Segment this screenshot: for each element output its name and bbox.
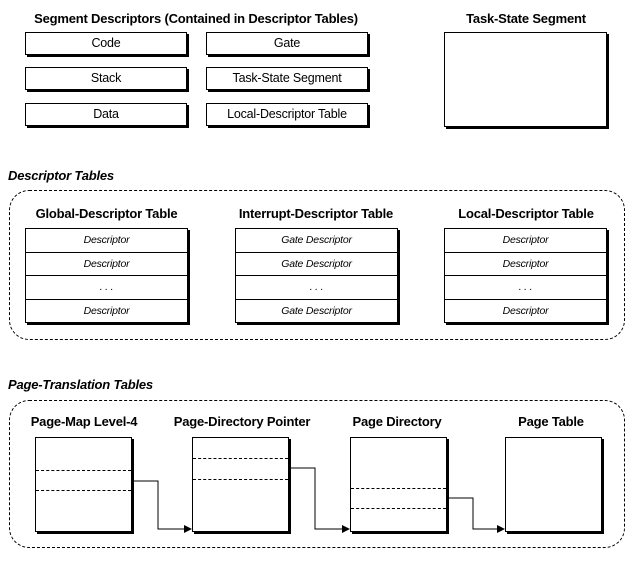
data-descriptor-box: Data bbox=[25, 103, 187, 126]
gdt-title: Global-Descriptor Table bbox=[35, 206, 178, 221]
idt-row: Gate Descriptor bbox=[281, 304, 352, 317]
ldt-row: Descriptor bbox=[502, 304, 549, 317]
stack-descriptor-box: Stack bbox=[25, 67, 187, 90]
page-table bbox=[505, 437, 602, 532]
code-descriptor-box: Code bbox=[25, 32, 187, 55]
pml4-table bbox=[35, 437, 132, 532]
idt-row-ellipsis: . . . bbox=[236, 276, 397, 300]
pd-to-pt-arrow bbox=[447, 497, 505, 533]
ldt-table: Descriptor Descriptor . . . Descriptor bbox=[444, 228, 607, 323]
pml4-to-pdp-arrow bbox=[132, 480, 192, 533]
page-table-title: Page Table bbox=[518, 414, 584, 429]
gdt-table: Descriptor Descriptor . . . Descriptor bbox=[25, 228, 188, 323]
task-state-segment-box bbox=[444, 32, 607, 127]
tss-descriptor-box: Task-State Segment bbox=[206, 67, 368, 90]
gdt-row-ellipsis: . . . bbox=[26, 276, 187, 300]
gate-descriptor-box: Gate bbox=[206, 32, 368, 55]
idt-table: Gate Descriptor Gate Descriptor . . . Ga… bbox=[235, 228, 398, 323]
idt-row: Gate Descriptor bbox=[236, 229, 397, 253]
gdt-row: Descriptor bbox=[83, 304, 130, 317]
segment-descriptors-title: Segment Descriptors (Contained in Descri… bbox=[34, 11, 358, 26]
pdp-to-pd-arrow bbox=[289, 467, 350, 533]
gdt-row: Descriptor bbox=[26, 253, 187, 276]
descriptor-tables-region bbox=[9, 190, 625, 340]
pml4-entry-line bbox=[36, 470, 131, 471]
task-state-segment-title: Task-State Segment bbox=[466, 11, 586, 26]
pdp-table bbox=[192, 437, 289, 532]
page-translation-tables-region bbox=[9, 400, 625, 548]
gdt-row: Descriptor bbox=[26, 229, 187, 253]
pdp-entry-line bbox=[193, 458, 288, 459]
page-directory-entry-line bbox=[351, 508, 446, 509]
page-directory-entry-line bbox=[351, 488, 446, 489]
ldt-title: Local-Descriptor Table bbox=[458, 206, 594, 221]
page-directory-table bbox=[350, 437, 447, 532]
idt-row: Gate Descriptor bbox=[236, 253, 397, 276]
descriptor-tables-title: Descriptor Tables bbox=[8, 168, 114, 183]
pdp-title: Page-Directory Pointer bbox=[173, 414, 311, 429]
pml4-title: Page-Map Level-4 bbox=[30, 414, 138, 429]
pml4-entry-line bbox=[36, 490, 131, 491]
ldt-descriptor-box: Local-Descriptor Table bbox=[206, 103, 368, 126]
pdp-entry-line bbox=[193, 479, 288, 480]
idt-title: Interrupt-Descriptor Table bbox=[238, 206, 394, 221]
ldt-row-ellipsis: . . . bbox=[445, 276, 606, 300]
page-translation-tables-title: Page-Translation Tables bbox=[8, 377, 153, 392]
ldt-row: Descriptor bbox=[445, 253, 606, 276]
page-directory-title: Page Directory bbox=[352, 414, 442, 429]
ldt-row: Descriptor bbox=[445, 229, 606, 253]
